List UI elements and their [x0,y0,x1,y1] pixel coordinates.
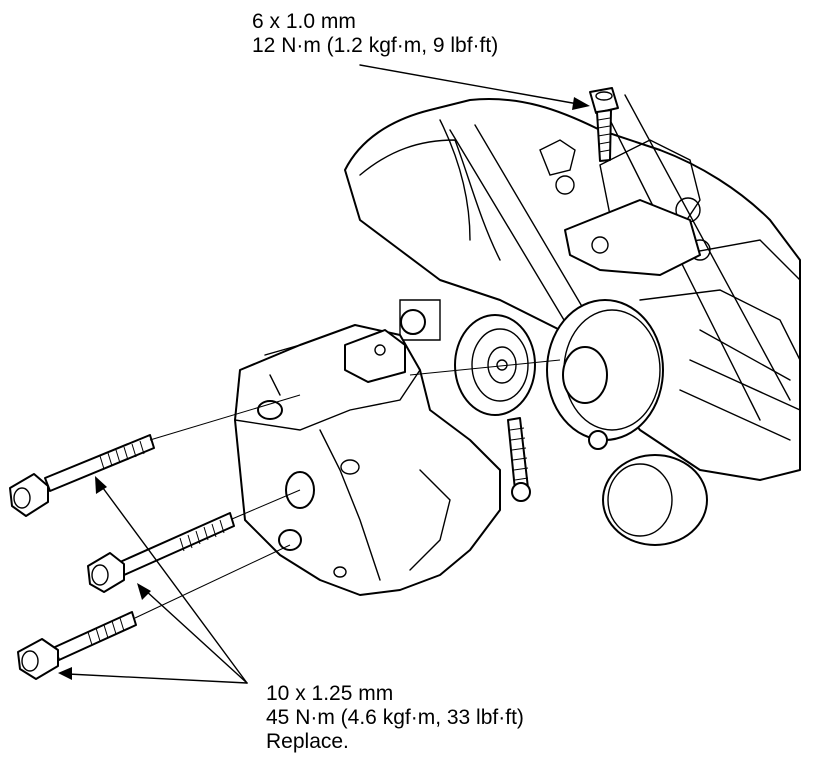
spec-callout-6mm-bolt: 6 x 1.0 mm 12 N·m (1.2 kgf·m, 9 lbf·ft) [252,10,498,58]
spec-callout-10mm-bolts: 10 x 1.25 mm 45 N·m (4.6 kgf·m, 33 lbf·f… [266,682,524,754]
bolt-10mm-middle [87,512,235,593]
bolt-10mm-upper [9,434,155,517]
torque-spec-label: 45 N·m (4.6 kgf·m, 33 lbf·ft) [266,706,524,729]
replace-note: Replace. [266,730,349,753]
mount-bracket [234,324,501,596]
idler-pulley [454,314,536,416]
bolt-6mm [589,87,619,162]
lower-pulley [602,454,708,546]
alignment-lines [134,359,561,619]
adjuster-rod [507,417,531,502]
pulley-bolt [399,299,608,450]
leader-bottom [58,476,248,684]
upper-bracket [564,199,701,276]
main-pulley [546,299,664,441]
bolt-size-label: 10 x 1.25 mm [266,682,394,705]
torque-spec-label: 12 N·m (1.2 kgf·m, 9 lbf·ft) [252,34,499,57]
leader-top [359,64,590,110]
bolt-size-label: 6 x 1.0 mm [252,10,356,33]
bolt-10mm-lower [17,611,137,680]
